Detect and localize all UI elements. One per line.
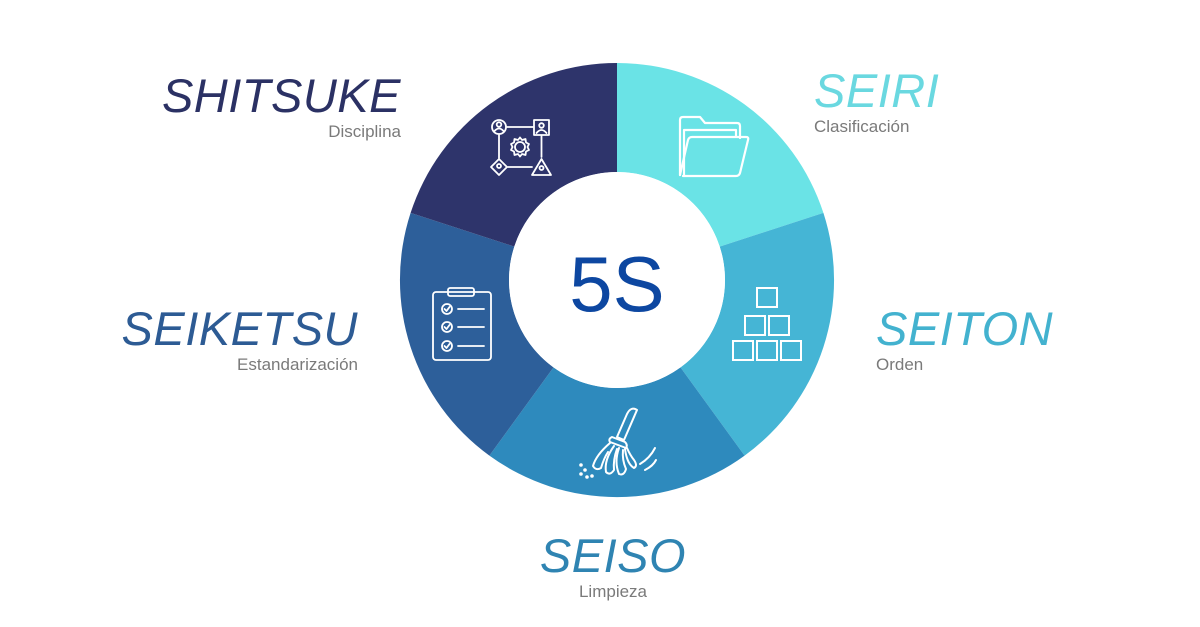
shitsuke-title: SHITSUKE [161,69,401,122]
label-seiton: SEITON Orden [876,303,1053,375]
seiri-subtitle: Clasificación [814,117,910,136]
seiketsu-subtitle: Estandarización [237,355,358,374]
folder-icon [678,115,750,178]
seiton-subtitle: Orden [876,355,924,374]
seiton-title: SEITON [876,302,1054,355]
seiri-title: SEIRI [814,64,940,117]
segment-seiketsu [399,212,554,456]
stacked-boxes-icon [732,287,802,361]
seiketsu-title: SEIKETSU [121,302,358,355]
label-shitsuke: SHITSUKE Disciplina [162,70,401,142]
shitsuke-subtitle: Disciplina [328,122,401,141]
label-seiri: SEIRI Clasificación [814,65,939,137]
label-seiketsu: SEIKETSU Estandarización [122,303,358,375]
center-label: 5S [569,240,664,328]
broom-icon [579,407,657,479]
seiso-title: SEISO [539,529,687,582]
segment-seiri [617,62,824,247]
seiso-subtitle: Limpieza [578,582,648,601]
label-seiso: SEISO Limpieza [0,530,1200,602]
center-circle [509,172,725,388]
team-network-gear-icon [490,119,552,176]
checklist-clipboard-icon [432,287,492,361]
segment-seiso [489,367,745,498]
